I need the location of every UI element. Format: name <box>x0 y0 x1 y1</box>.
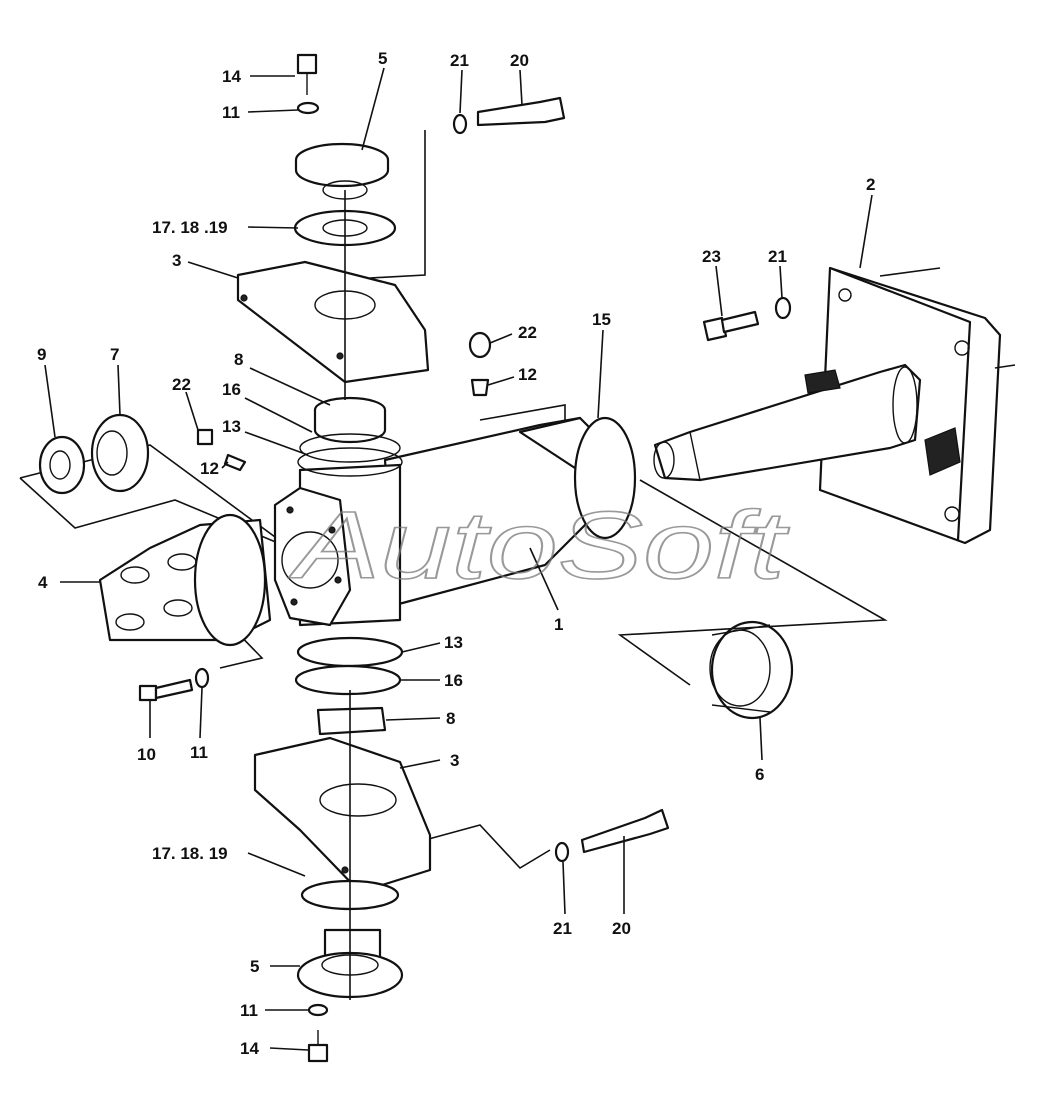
callout-13-top: 13 <box>222 417 241 436</box>
callout-6: 6 <box>755 765 764 784</box>
callout-23: 23 <box>702 247 721 266</box>
axle-housing-part <box>273 416 637 627</box>
callout-17-18-19-bottom: 17. 18. 19 <box>152 844 228 863</box>
upper-bracket-part <box>236 260 430 384</box>
cap-22-mid <box>468 331 492 359</box>
callout-8-bottom: 8 <box>446 709 455 728</box>
top-bolt-20 <box>452 96 566 135</box>
callout-21-right: 21 <box>768 247 787 266</box>
callout-1: 1 <box>554 615 563 634</box>
callout-4: 4 <box>38 573 48 592</box>
callout-8-top: 8 <box>234 350 243 369</box>
callout-11-mid: 11 <box>190 743 208 762</box>
nipple-12-mid <box>470 378 490 397</box>
lower-bearing-8 <box>316 706 387 736</box>
callout-21-top: 21 <box>450 51 469 70</box>
callout-17-18-19-top: 17. 18 .19 <box>152 218 228 237</box>
callout-14-top: 14 <box>222 67 241 86</box>
fitting-22-left <box>196 428 214 446</box>
callout-5-top: 5 <box>378 49 387 68</box>
callout-12-left: 12 <box>200 459 219 478</box>
callout-7: 7 <box>110 345 119 364</box>
callout-3-bottom: 3 <box>450 751 459 770</box>
upper-cap-part <box>294 142 390 200</box>
callout-12-mid: 12 <box>518 365 537 384</box>
callout-21-bottom: 21 <box>553 919 572 938</box>
bottom-bolt-20 <box>554 808 670 863</box>
callout-11-bottom: 11 <box>240 1001 258 1020</box>
callout-13-bottom: 13 <box>444 633 463 652</box>
callout-20-top: 20 <box>510 51 529 70</box>
spindle-part <box>653 363 922 482</box>
callout-16-bottom: 16 <box>444 671 463 690</box>
bolt-10 <box>138 667 210 702</box>
callout-11-top: 11 <box>222 103 240 122</box>
upper-bearing-part <box>297 396 403 477</box>
lower-seal-13 <box>296 636 404 668</box>
leader-lines <box>44 67 873 1051</box>
nut-part <box>38 435 86 495</box>
callout-10: 10 <box>137 745 156 764</box>
lower-ring-16 <box>294 664 402 696</box>
watermark-text: AutoSoft <box>288 492 789 599</box>
grease-nipple-12-left <box>223 453 247 472</box>
bottom-bolt-14 <box>307 1003 329 1063</box>
callout-22-left: 22 <box>172 375 191 394</box>
callout-16-top: 16 <box>222 380 241 399</box>
bearing-cone-part <box>90 413 150 493</box>
callout-2: 2 <box>866 175 875 194</box>
callout-9: 9 <box>37 345 46 364</box>
callout-15: 15 <box>592 310 611 329</box>
callout-5-bottom: 5 <box>250 957 259 976</box>
ring-part <box>709 620 794 720</box>
callout-labels: 14 11 5 21 20 17. 18 .19 3 2 23 21 22 12… <box>37 49 875 1058</box>
lower-bracket-part <box>253 736 432 894</box>
top-bolt-14 <box>296 53 320 115</box>
callout-20-bottom: 20 <box>612 919 631 938</box>
fork-part <box>98 513 272 647</box>
bolt-23 <box>702 296 792 342</box>
callout-3-top: 3 <box>172 251 181 270</box>
callout-14-bottom: 14 <box>240 1039 259 1058</box>
callout-22-mid: 22 <box>518 323 537 342</box>
